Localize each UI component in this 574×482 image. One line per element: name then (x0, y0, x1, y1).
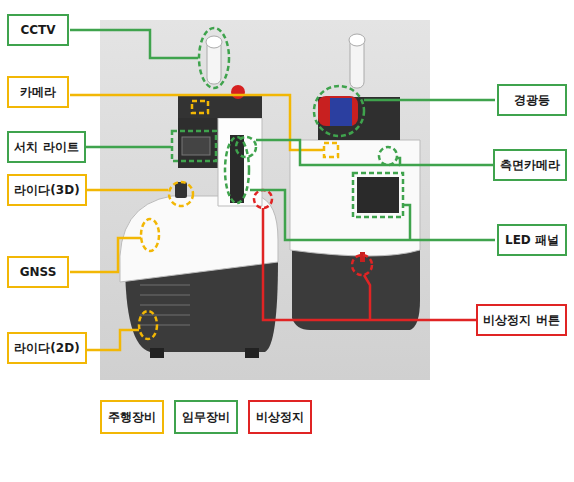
legend-text: 임무장비 (182, 410, 230, 424)
label-box: LED 패널 (497, 224, 567, 256)
legend-swatch: 임무장비 (174, 400, 238, 434)
led-marker (353, 173, 403, 217)
label-text: 카메라 (20, 85, 56, 99)
lidar-marker (169, 182, 193, 206)
legend-text: 주행장비 (108, 410, 156, 424)
legend-text: 비상정지 (256, 410, 304, 424)
leader-line (364, 275, 370, 320)
label-text: 비상정지 버튼 (483, 313, 559, 327)
label-text: LED 패널 (505, 233, 559, 247)
rear-robot (290, 34, 420, 330)
label-text: 라이다(3D) (14, 183, 79, 197)
leader-line (70, 238, 141, 272)
label-box: 라이다(3D) (7, 174, 87, 206)
legend-swatch: 주행장비 (100, 400, 164, 434)
leader-line (70, 95, 323, 150)
label-box: CCTV (7, 14, 69, 46)
leader-line (263, 208, 495, 320)
lidar-marker (139, 311, 157, 339)
label-text: 라이다(2D) (14, 341, 79, 355)
stop-marker (254, 190, 272, 208)
searchlight-marker (172, 131, 216, 161)
leader-line (70, 30, 198, 58)
label-box: 라이다(2D) (7, 332, 87, 364)
leader-line (397, 158, 495, 165)
led-marker (225, 137, 249, 203)
label-box: GNSS (7, 256, 69, 288)
gnss-marker (141, 219, 159, 251)
leader-line (250, 190, 495, 240)
label-text: 경광등 (514, 93, 550, 107)
label-text: 측면카메라 (500, 158, 560, 172)
beacon-marker (314, 86, 364, 136)
legend-swatch: 비상정지 (248, 400, 312, 434)
side-camera-marker (236, 137, 256, 157)
photo-ground (100, 20, 430, 380)
label-text: GNSS (20, 265, 57, 279)
label-text: 서치 라이트 (14, 140, 78, 154)
stop-marker (352, 255, 372, 275)
label-box: 서치 라이트 (7, 131, 86, 163)
camera-marker (324, 143, 338, 157)
label-box: 경광등 (497, 84, 567, 116)
leader-line (403, 205, 410, 240)
leader-line (256, 140, 400, 165)
label-box: 비상정지 버튼 (476, 304, 567, 336)
cctv-marker (199, 28, 229, 88)
leader-line (364, 99, 495, 102)
label-text: CCTV (20, 23, 55, 37)
side-camera-marker (379, 147, 397, 165)
camera-marker (192, 101, 208, 113)
label-box: 측면카메라 (493, 149, 567, 181)
label-box: 카메라 (7, 76, 69, 108)
front-robot (120, 36, 278, 358)
